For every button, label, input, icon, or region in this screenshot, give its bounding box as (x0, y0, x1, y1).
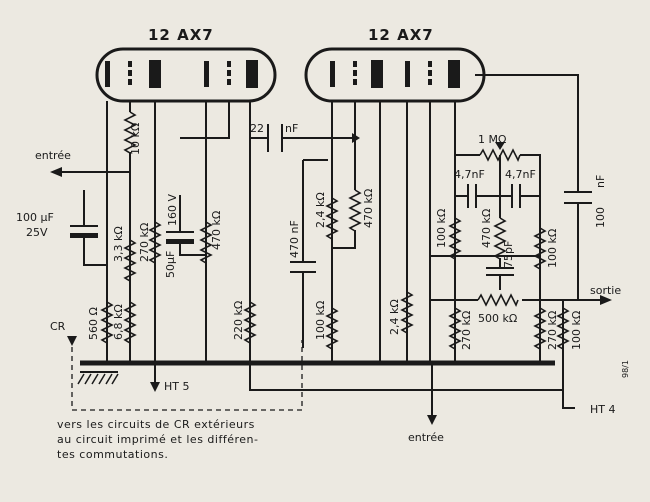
ht5-arrow (150, 382, 160, 392)
label-100k-d: 100 kΩ (570, 311, 583, 350)
label-4-7nf-b: 4,7nF (505, 168, 536, 181)
label-10k: 10 kΩ (129, 123, 142, 155)
input-arrow-top (50, 167, 62, 177)
capacitor-50uf (166, 195, 206, 256)
tube-right (304, 47, 486, 103)
resistor-100k-c (533, 227, 547, 270)
resistor-220k (243, 301, 257, 344)
tube-left (95, 47, 277, 103)
note: vers les circuits de CR extérieurs au ci… (57, 417, 347, 462)
cr-arrow (67, 336, 77, 346)
label-cr: CR (50, 320, 66, 333)
resistor-560 (100, 301, 114, 344)
label-entree-bottom: entrée (408, 431, 444, 444)
label-code: 98/1 (621, 360, 630, 378)
label-2-4k-a: 2,4 kΩ (314, 192, 327, 228)
label-ht5: HT 5 (164, 380, 190, 393)
resistor-270k-a (148, 221, 162, 264)
ground-symbol (77, 371, 119, 385)
capacitor-4-7nf-a (455, 184, 500, 208)
label-100k-c: 100 kΩ (546, 229, 559, 268)
capacitor-100uf (70, 190, 107, 266)
label-100uf: 100 μF (16, 211, 54, 224)
label-560: 560 Ω (87, 307, 100, 340)
potentiometer-500k (477, 293, 519, 307)
label-100k-b: 100 kΩ (435, 209, 448, 248)
label-470nf: 470 nF (288, 220, 301, 258)
label-500k: 500 kΩ (478, 312, 517, 325)
resistor-100k-b (448, 217, 462, 260)
resistor-2-4k-a (325, 197, 339, 240)
resistor-270k-b (448, 307, 462, 350)
label-100k-a: 100 kΩ (314, 301, 327, 340)
label-50uf: 50μF (164, 251, 177, 278)
label-2-4k-b: 2,4 kΩ (388, 299, 401, 335)
label-3-3k: 3,3 kΩ (112, 226, 125, 262)
input-arrow-bottom (427, 415, 437, 425)
label-22: 22 (250, 122, 264, 135)
resistor-3-3k (123, 239, 137, 282)
label-22-unit: nF (285, 122, 298, 135)
label-270k-c: 270 kΩ (546, 311, 559, 350)
resistor-10k (123, 111, 137, 154)
tube-right-label: 12 AX7 (368, 26, 434, 44)
label-sortie: sortie (590, 284, 621, 297)
label-270k-a: 270 kΩ (138, 223, 151, 262)
resistor-470k-c (493, 217, 507, 260)
capacitor-100nf (564, 191, 592, 204)
resistor-6-8k (123, 301, 137, 344)
capacitor-470nf (290, 261, 316, 348)
label-6-8k: 6,8 kΩ (112, 304, 125, 340)
note-line-2: au circuit imprimé et les diffé­ren- (57, 433, 259, 446)
tube-left-label: 12 AX7 (148, 26, 214, 44)
note-line-3: tes commutations. (57, 448, 169, 461)
label-ht4: HT 4 (590, 403, 616, 416)
resistor-100k-a (325, 307, 339, 350)
label-220k: 220 kΩ (232, 301, 245, 340)
capacitor-4-7nf-b (500, 184, 540, 208)
capacitor-22nf (250, 124, 360, 152)
label-100nf-value: 100 (594, 207, 607, 228)
label-100nf-unit: nF (594, 175, 607, 188)
resistor-270k-c (533, 307, 547, 350)
output-arrow (600, 295, 612, 305)
resistor-2-4k-b (400, 291, 414, 334)
label-160v: 160 V (166, 194, 179, 226)
note-line-1: vers les circuits de CR extérieurs (57, 418, 255, 431)
label-470k-a: 470 kΩ (210, 211, 223, 250)
label-25v: 25V (26, 226, 48, 239)
resistor-470k-a (199, 221, 213, 264)
label-entree-top: entrée (35, 149, 71, 162)
resistor-470k-b (348, 189, 362, 232)
label-4-7nf-a: 4,7nF (454, 168, 485, 181)
label-270k-b: 270 kΩ (460, 311, 473, 350)
label-470k-b: 470 kΩ (362, 189, 375, 228)
label-1m: 1 MΩ (478, 133, 506, 146)
capacitor-75pf (486, 258, 514, 290)
label-75pf: 75pF (502, 241, 515, 268)
label-470k-c: 470 kΩ (480, 209, 493, 248)
